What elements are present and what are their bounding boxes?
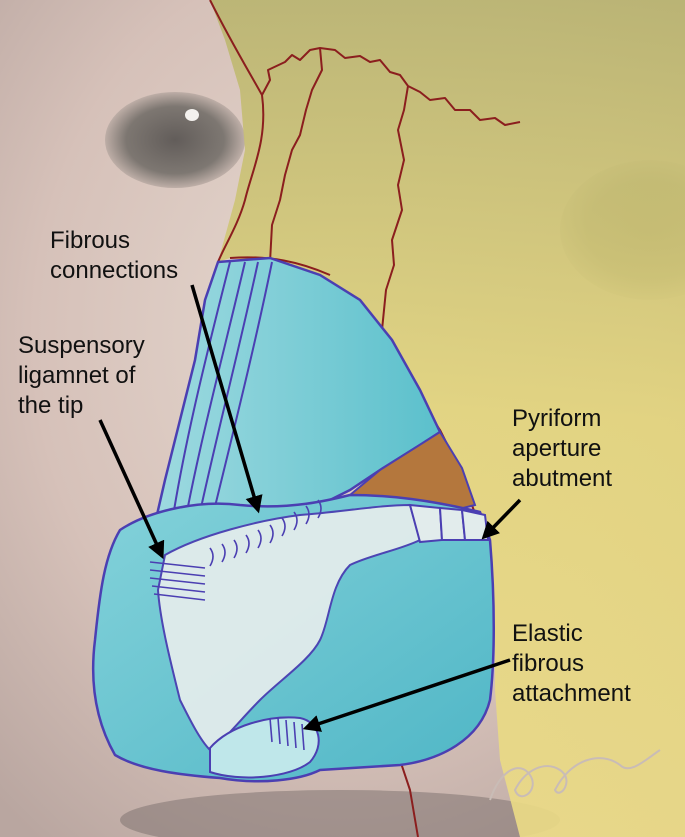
left-eye <box>105 92 245 188</box>
label-pyriform-aperture: Pyriform aperture abutment <box>512 404 612 494</box>
label-line: aperture <box>512 434 612 464</box>
label-line: the tip <box>18 391 145 421</box>
label-line: Suspensory <box>18 331 145 361</box>
label-line: abutment <box>512 464 612 494</box>
label-line: Pyriform <box>512 404 612 434</box>
label-line: connections <box>50 256 178 286</box>
label-line: attachment <box>512 679 631 709</box>
label-line: fibrous <box>512 649 631 679</box>
label-fibrous-connections: Fibrous connections <box>50 226 178 286</box>
label-line: Elastic <box>512 619 631 649</box>
label-line: ligamnet of <box>18 361 145 391</box>
label-suspensory-ligament: Suspensory ligamnet of the tip <box>18 331 145 421</box>
label-elastic-fibrous: Elastic fibrous attachment <box>512 619 631 709</box>
label-line: Fibrous <box>50 226 178 256</box>
left-eye-highlight <box>185 109 199 121</box>
